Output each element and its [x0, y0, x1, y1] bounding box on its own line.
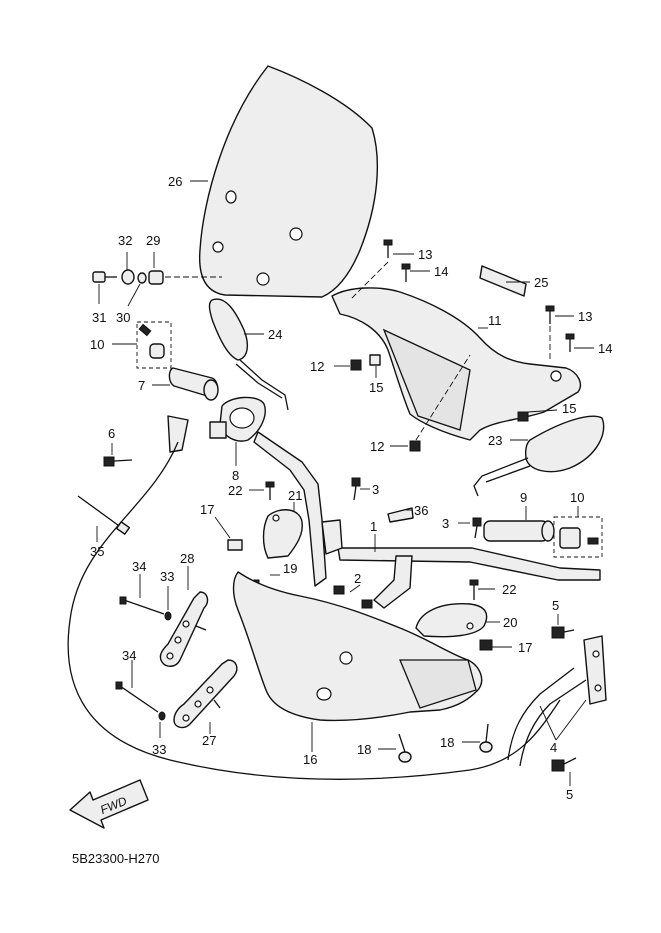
screw-part-14a[interactable]	[401, 263, 411, 282]
callout-31: 31	[92, 310, 106, 325]
callout-6: 6	[108, 426, 115, 441]
cover-part-20[interactable]	[415, 603, 488, 638]
callout-4: 4	[550, 740, 557, 755]
nut-part-12b[interactable]	[409, 440, 421, 452]
bolt-part-34b[interactable]	[115, 681, 159, 713]
left-grip-end-part[interactable]	[138, 323, 165, 359]
screw-part-14b[interactable]	[565, 333, 575, 352]
callout-22-right: 22	[502, 582, 516, 597]
forward-direction-arrow: FWD	[69, 779, 149, 829]
left-mirror-part[interactable]	[208, 298, 289, 411]
callout-17-left: 17	[200, 502, 214, 517]
footrest-bracket-part-28[interactable]	[159, 591, 209, 667]
windscreen-fastener-set[interactable]	[92, 269, 164, 285]
callout-29: 29	[146, 233, 160, 248]
callout-22-left: 22	[228, 483, 242, 498]
callout-7: 7	[138, 378, 145, 393]
callout-14-top: 14	[434, 264, 448, 279]
handlebar-part[interactable]	[253, 431, 601, 609]
callout-16: 16	[303, 752, 317, 767]
brake-cable-part[interactable]	[507, 635, 607, 767]
callout-28: 28	[180, 551, 194, 566]
windscreen-part[interactable]	[198, 65, 379, 298]
throttle-housing-part[interactable]	[209, 396, 266, 442]
callout-5-lower: 5	[566, 787, 573, 802]
callout-33-lower: 33	[152, 742, 166, 757]
left-grip-part[interactable]	[168, 367, 219, 401]
callout-30: 30	[116, 310, 130, 325]
callout-15-right: 15	[562, 401, 576, 416]
callout-18-right: 18	[440, 735, 454, 750]
callout-17-right: 17	[518, 640, 532, 655]
right-mirror-part[interactable]	[473, 415, 605, 497]
callout-12-lower: 12	[370, 439, 384, 454]
callout-26: 26	[168, 174, 182, 189]
label-part-36[interactable]	[387, 507, 414, 523]
label-part-25[interactable]	[479, 265, 527, 297]
nut-part-2[interactable]	[333, 585, 373, 609]
screw-part-18b[interactable]	[479, 723, 493, 753]
callout-14-right: 14	[598, 341, 612, 356]
callout-21: 21	[288, 488, 302, 503]
callout-labels: 26 32 29 31 30 10 24 7 6 8 35 13 14 25 1…	[90, 174, 612, 802]
callout-9: 9	[520, 490, 527, 505]
callout-13-top: 13	[418, 247, 432, 262]
callout-8: 8	[232, 468, 239, 483]
callout-13-right: 13	[578, 309, 592, 324]
callout-35: 35	[90, 544, 104, 559]
handlebar-upper-cover-part[interactable]	[331, 287, 582, 441]
callout-34-upper: 34	[132, 559, 146, 574]
callout-23: 23	[488, 433, 502, 448]
clip-part-17b[interactable]	[479, 639, 493, 651]
callout-25: 25	[534, 275, 548, 290]
callout-1: 1	[370, 519, 377, 534]
bolt-part-5b[interactable]	[551, 757, 577, 772]
right-grip-end-part[interactable]	[559, 527, 599, 549]
screw-part-35[interactable]	[77, 495, 131, 535]
callout-11: 11	[488, 313, 502, 328]
screw-part-13b[interactable]	[545, 305, 555, 324]
screw-part-22a[interactable]	[265, 481, 275, 500]
callout-10-right: 10	[570, 490, 584, 505]
callout-32: 32	[118, 233, 132, 248]
bolt-part-3a[interactable]	[351, 477, 361, 501]
drawing-code: 5B23300-H270	[72, 851, 160, 866]
callout-12-upper: 12	[310, 359, 324, 374]
washer-part-33b[interactable]	[158, 711, 166, 721]
footrest-bracket-part-27[interactable]	[173, 659, 238, 729]
callout-15-upper: 15	[369, 380, 383, 395]
bolt-part-3b[interactable]	[472, 517, 482, 539]
callout-20: 20	[503, 615, 517, 630]
callout-34-lower: 34	[122, 648, 136, 663]
callout-24: 24	[268, 327, 282, 342]
callout-3-upper: 3	[372, 482, 379, 497]
throttle-cable-part[interactable]	[67, 415, 561, 780]
washer-part-33a[interactable]	[164, 611, 172, 621]
callout-5-upper: 5	[552, 598, 559, 613]
clip-part-15a[interactable]	[369, 354, 381, 366]
callout-10-left: 10	[90, 337, 104, 352]
callout-2: 2	[354, 571, 361, 586]
callout-36: 36	[414, 503, 428, 518]
callout-18-left: 18	[357, 742, 371, 757]
screw-part-6[interactable]	[103, 456, 133, 467]
clip-part-17a[interactable]	[227, 539, 243, 551]
handlebar-lower-cover-part[interactable]	[232, 571, 483, 722]
bolt-part-34a[interactable]	[119, 596, 165, 615]
bracket-part-21[interactable]	[262, 509, 303, 559]
bolt-part-5a[interactable]	[551, 626, 575, 639]
callout-19: 19	[283, 561, 297, 576]
right-grip-part[interactable]	[483, 520, 555, 542]
callout-27: 27	[202, 733, 216, 748]
callout-3-lower: 3	[442, 516, 449, 531]
screw-part-22b[interactable]	[469, 579, 479, 600]
screw-part-18a[interactable]	[398, 733, 412, 763]
callout-33-upper: 33	[160, 569, 174, 584]
clip-part-15b[interactable]	[517, 411, 529, 422]
screw-part-13a[interactable]	[383, 239, 393, 258]
nut-part-12a[interactable]	[350, 359, 362, 371]
